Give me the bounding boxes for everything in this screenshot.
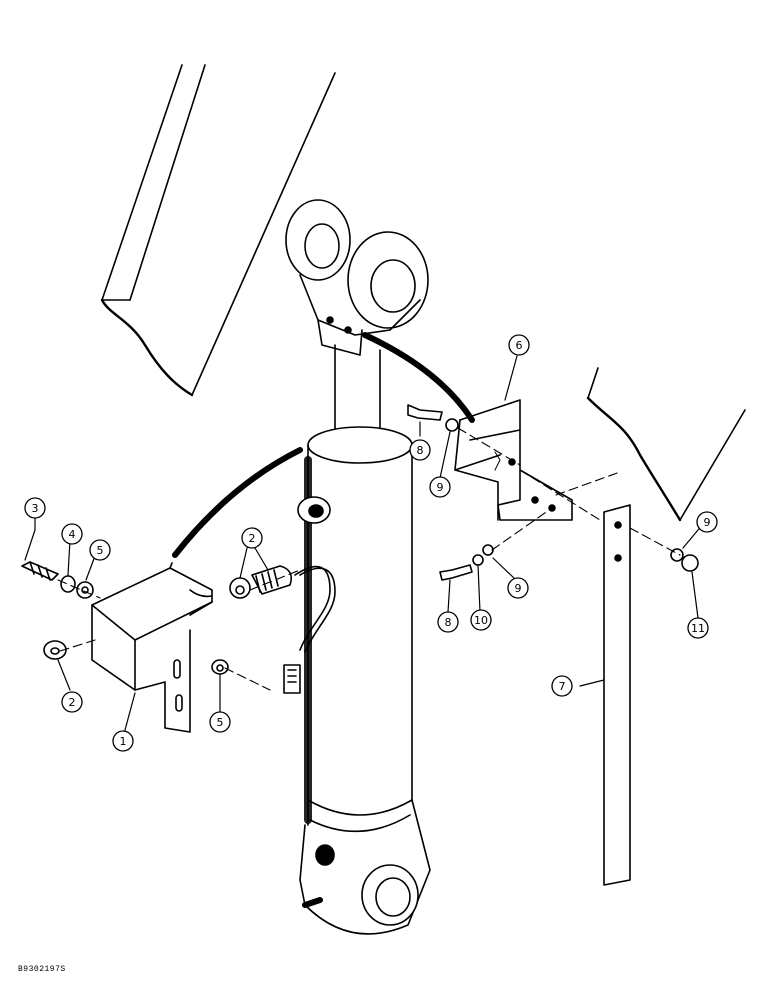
band-lines: [172, 332, 475, 558]
callout-circle: [551, 675, 573, 697]
callout-label: 6: [516, 339, 523, 352]
callout-c1: 1: [112, 730, 134, 752]
callout-c7: 7: [551, 675, 573, 697]
callout-circle: [209, 711, 231, 733]
callout-label: 8: [445, 616, 452, 629]
callout-c10: 10: [470, 609, 492, 631]
frame-member: [586, 367, 746, 522]
callout-label: 3: [32, 502, 39, 515]
hydraulic-cylinder: [285, 199, 431, 935]
callout-circle: [61, 691, 83, 713]
callout-circle: [409, 439, 431, 461]
callout-c9a: 9: [429, 476, 451, 498]
sensor: [251, 565, 293, 595]
callout-c4a: 4: [61, 523, 83, 545]
callouts: 3 4 5 2 2 1 5 6 8 9 9 8 10 9 11 7: [24, 334, 718, 752]
sensor-harness: [283, 565, 336, 694]
figure-id: B9302197S: [18, 965, 66, 974]
callout-label: 11: [691, 622, 705, 635]
callout-label: 4: [69, 528, 76, 541]
callout-c3a: 3: [24, 497, 46, 519]
callout-label: 1: [120, 735, 127, 748]
callout-circle: [429, 476, 451, 498]
callout-c8a: 8: [409, 439, 431, 461]
boom-arm: [100, 64, 336, 397]
callout-circle: [437, 611, 459, 633]
callout-circle: [696, 511, 718, 533]
callout-label: 2: [69, 696, 76, 709]
callout-circle: [112, 730, 134, 752]
callout-circle: [241, 527, 263, 549]
callout-label: 9: [437, 481, 444, 494]
callout-circle: [687, 617, 709, 639]
callout-c5b: 5: [209, 711, 231, 733]
callout-c5a: 5: [89, 539, 111, 561]
callout-c2a: 2: [241, 527, 263, 549]
callout-label: 9: [515, 582, 522, 595]
callout-label: 5: [217, 716, 224, 729]
alignment-lines: [57, 427, 681, 691]
callout-label: 10: [474, 614, 488, 627]
callout-label: 8: [417, 444, 424, 457]
callout-label: 5: [97, 544, 104, 557]
callout-c11: 11: [687, 617, 709, 639]
callout-circle: [61, 523, 83, 545]
hardware: [21, 404, 699, 675]
callout-c8b: 8: [437, 611, 459, 633]
callout-circle: [508, 334, 530, 356]
callout-c9b: 9: [507, 577, 529, 599]
strap: [603, 504, 631, 886]
callout-circle: [24, 497, 46, 519]
callout-c9c: 9: [696, 511, 718, 533]
callout-leaders: [24, 355, 704, 731]
callout-c6: 6: [508, 334, 530, 356]
callout-label: 9: [704, 516, 711, 529]
mounting-bracket: [454, 399, 573, 521]
callout-circle: [507, 577, 529, 599]
callout-circle: [89, 539, 111, 561]
callout-c2b: 2: [61, 691, 83, 713]
callout-label: 2: [249, 532, 256, 545]
callout-label: 7: [559, 680, 566, 693]
sensor-bracket: [91, 562, 213, 733]
callout-circle: [470, 609, 492, 631]
